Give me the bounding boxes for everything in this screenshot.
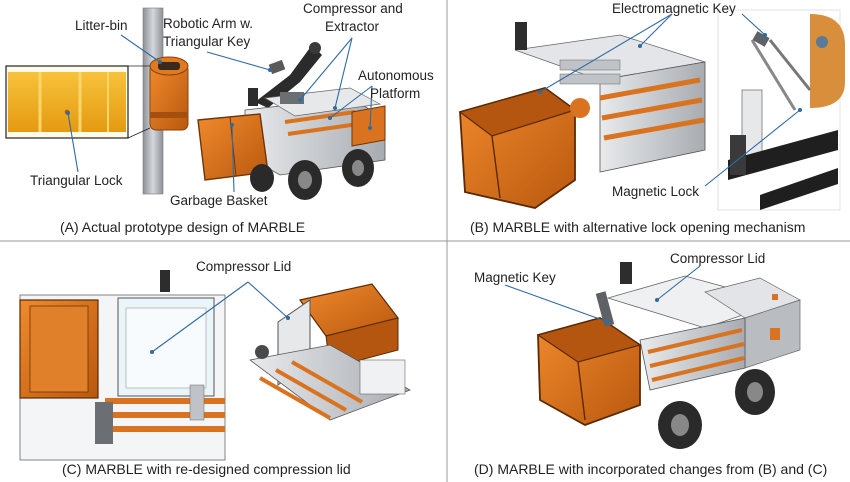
marble-robot-b-illustration [458, 22, 706, 209]
panel-c-leaders [150, 281, 290, 354]
label-triangular-lock: Triangular Lock [30, 173, 123, 188]
label-litter-bin: Litter-bin [75, 18, 128, 33]
label-robotic-arm-line1: Robotic Arm w. [163, 16, 253, 31]
marble-robot-a-illustration [197, 42, 386, 200]
marble-robot-d-illustration [536, 262, 801, 449]
magnetic-lock-inset [717, 9, 845, 211]
label-compressor-lid-c: Compressor Lid [196, 259, 291, 274]
label-electromagnetic-key: Electromagnetic Key [612, 1, 736, 16]
panel-a: Litter-bin Robotic Arm w. Triangular Key… [5, 1, 434, 235]
label-platform-line1: Autonomous [358, 68, 434, 83]
caption-panel-c: (C) MARBLE with re-designed compression … [62, 461, 351, 477]
panel-b: Electromagnetic Key Magnetic Lock (B) MA… [458, 1, 845, 235]
panel-b-leaders [538, 13, 802, 187]
label-robotic-arm-line2: Triangular Key [163, 34, 251, 49]
caption-panel-d: (D) MARBLE with incorporated changes fro… [474, 461, 827, 477]
marble-robot-c-topview-illustration [19, 270, 226, 461]
panel-a-leaders [66, 34, 373, 193]
caption-panel-b: (B) MARBLE with alternative lock opening… [470, 219, 805, 235]
label-magnetic-lock: Magnetic Lock [612, 184, 699, 199]
litter-bin-illustration [149, 56, 189, 131]
label-garbage-basket: Garbage Basket [170, 193, 268, 208]
caption-panel-a: (A) Actual prototype design of MARBLE [60, 219, 305, 235]
marble-robot-c-iso-illustration [249, 283, 411, 421]
triangular-lock-inset [5, 65, 151, 139]
panel-d: Compressor Lid Magnetic Key (D) MARBLE w… [474, 251, 827, 477]
panel-c: Compressor Lid (C) MARBLE with re-design… [19, 259, 411, 477]
label-platform-line2: Platform [370, 86, 420, 101]
label-compressor-line2: Extractor [325, 19, 380, 34]
label-compressor-lid-d: Compressor Lid [670, 251, 765, 266]
panel-d-leaders [504, 265, 701, 324]
label-magnetic-key: Magnetic Key [474, 270, 556, 285]
label-compressor-line1: Compressor and [303, 1, 403, 16]
